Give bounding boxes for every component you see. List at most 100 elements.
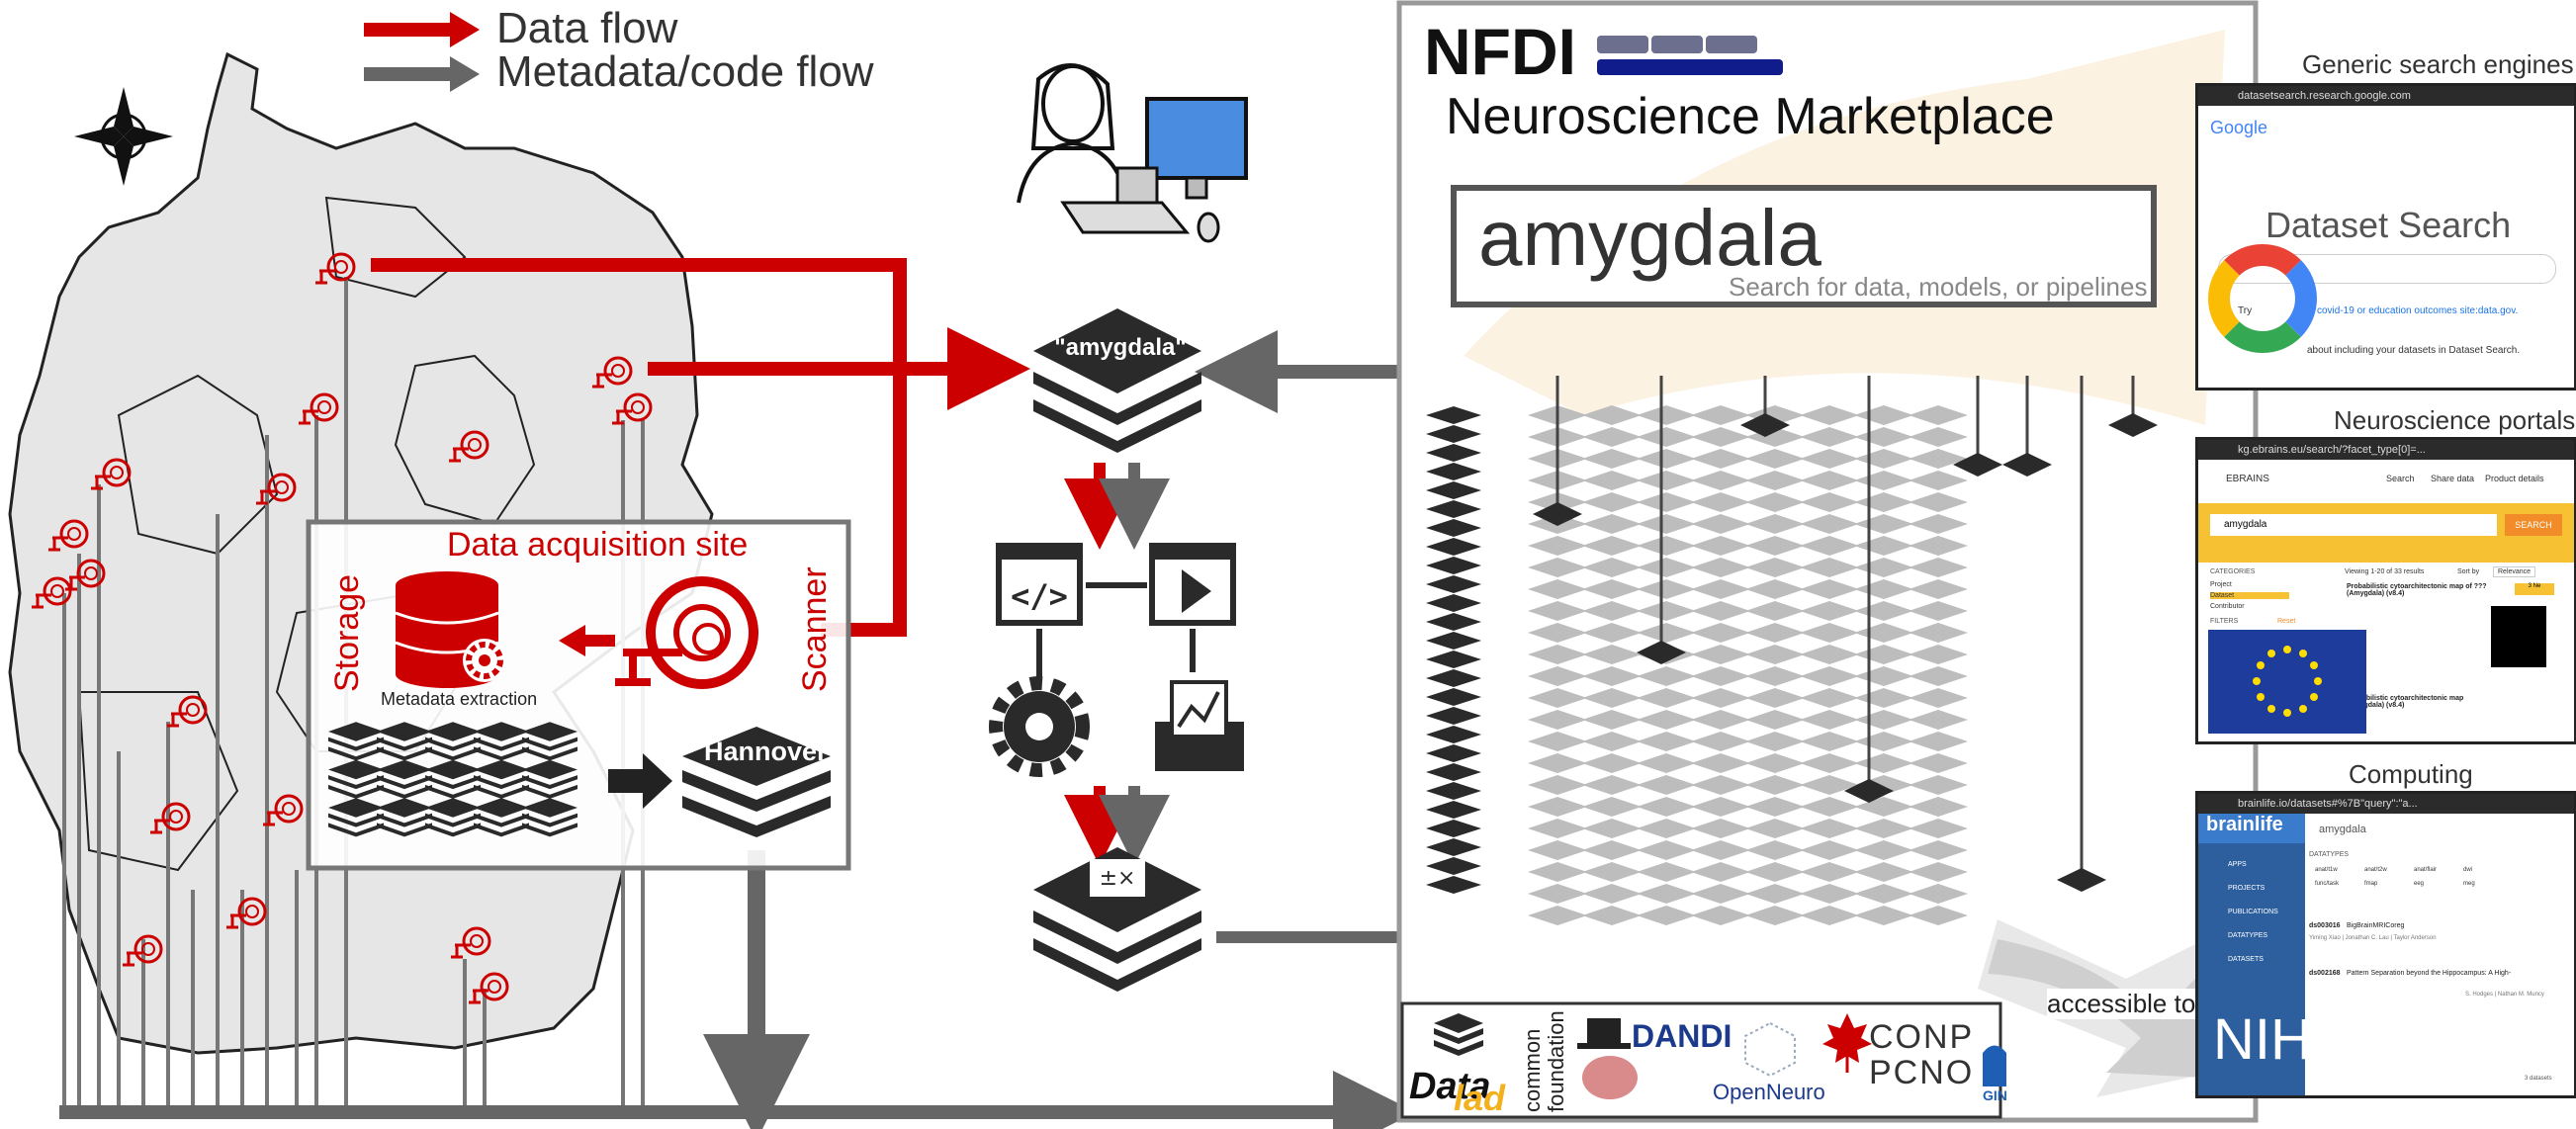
entry-2-id[interactable]: ds002168 [2309,970,2341,977]
selected-dataset-tile [1426,782,1481,800]
datatype-eeg[interactable]: eeg [2414,881,2425,887]
selected-dataset-tile [1426,425,1481,443]
brainlife-search-input[interactable]: amygdala [2319,824,2366,835]
marketplace-title: Neuroscience Marketplace [1446,88,2055,145]
nih-text: NIH [2213,1007,2312,1072]
entry-1-id[interactable]: ds003016 [2309,922,2341,929]
hannover-label: Hannover [704,737,828,766]
label-generic-search: Generic search engines [2302,49,2574,79]
selected-dataset-tile [1426,763,1481,781]
ebrains-cat-project[interactable]: Project [2210,581,2232,588]
storage-database-icon [395,571,506,688]
ebrains-nav-search[interactable]: Search [2386,474,2415,483]
datalad-logo [1434,1013,1483,1056]
selected-dataset-tile [1426,594,1481,612]
pcno-text: PCNO [1869,1054,1975,1091]
selected-dataset-tile [1426,820,1481,837]
ebrains-result-1[interactable]: Probabilistic cytoarchitectonic map of ?… [2347,583,2487,597]
ebrains-result-2[interactable]: Probabilistic cytoarchitectonic map (Amy… [2347,695,2464,709]
entry-2-title[interactable]: Pattern Separation beyond the Hippocampu… [2347,970,2512,977]
ebrains-nav-product[interactable]: Product details [2485,474,2544,483]
selected-dataset-tile [1426,463,1481,480]
ebrains-search-input[interactable]: amygdala [2210,514,2497,536]
eu-flag [2208,630,2366,734]
code-window-icon: </> [996,543,1083,626]
datatype-flair[interactable]: anat/flair [2414,867,2438,873]
ebrains-sort-label: Sort by [2457,568,2480,575]
selected-dataset-tile [1426,857,1481,875]
selected-dataset-tile [1426,838,1481,856]
selected-dataset-column [1426,406,1481,894]
selected-dataset-tile [1426,557,1481,574]
brainlife-brand: brainlife [2198,814,2305,843]
marketplace-search-hint: Search for data, models, or pipelines [1729,272,2148,302]
selected-dataset-tile [1426,481,1481,499]
accessible-to-label: accessible to [2047,989,2196,1019]
nfdi-logo-bars [1597,36,1783,75]
selected-dataset-tile [1426,406,1481,424]
ebrains-url-bar: kg.ebrains.eu/search/?facet_type[0]=... [2198,440,2574,460]
ebrains-categories-title: CATEGORIES [2210,568,2256,575]
selected-dataset-tile [1426,801,1481,819]
dandi-text: DANDI [1632,1018,1732,1054]
datatype-meg[interactable]: meg [2463,881,2475,887]
scanner-label: Scanner [796,566,834,692]
storage-label: Storage [328,573,366,692]
common-foundation-text: common foundation [1520,1010,1568,1112]
ebrains-brainmap-thumbnail [2491,606,2546,667]
selected-dataset-tile [1426,726,1481,743]
google-dataset-search-window: datasetsearch.research.google.com Google… [2195,83,2576,391]
selected-dataset-tile [1426,500,1481,518]
selected-dataset-tile [1426,669,1481,687]
hannover-stack-icon [682,727,831,837]
maple-leaf-icon [1822,1013,1872,1073]
ebrains-cat-dataset[interactable]: Dataset [2210,592,2289,599]
ebrains-filters-reset[interactable]: Reset [2277,618,2296,625]
acquisition-box [306,519,851,871]
brainlife-menu-publications[interactable]: PUBLICATIONS [2228,909,2278,915]
ebrains-brand: EBRAINS [2226,474,2269,484]
ebrains-cat-contributor[interactable]: Contributor [2210,603,2245,610]
ebrains-search-button[interactable]: SEARCH [2505,514,2562,536]
compass-icon [74,87,173,186]
brainlife-menu-apps[interactable]: APPS [2228,861,2247,868]
datatype-t2w[interactable]: anat/t2w [2364,867,2387,873]
label-neuro-portals: Neuroscience portals [2334,405,2576,435]
brainlife-menu-datasets[interactable]: DATASETS [2228,956,2264,963]
selected-dataset-tile [1426,744,1481,762]
ebrains-filters-title: FILTERS [2210,618,2239,625]
ebrains-sort-select[interactable]: Relevance [2493,566,2536,577]
gin-text: GIN [1983,1087,2007,1103]
brainlife-menu-datatypes[interactable]: DATATYPES [2228,932,2268,939]
datatype-dwi[interactable]: dwi [2463,867,2473,873]
selected-dataset-tile [1426,651,1481,668]
metadata-extraction-label: Metadata extraction [381,689,538,709]
datatype-fmap[interactable]: fmap [2364,881,2378,887]
google-hint-1: Try [2238,305,2253,316]
logos-strip [1400,1001,2002,1119]
query-stack-icon [1033,308,1201,453]
nsf-text: NSF [2428,1021,2483,1052]
nfdi-brand: NFDI [1424,15,1576,88]
dandi-hat-icon [1577,1018,1638,1099]
legend-metadata-flow: Metadata/code flow [496,47,874,96]
brainlife-datatypes-title: DATATYPES [2309,851,2350,858]
openneuro-text: OpenNeuro [1713,1080,1825,1104]
datatype-func[interactable]: func/task [2315,881,2340,887]
gear-icon [989,676,1090,777]
selected-dataset-tile [1426,688,1481,706]
ebrains-nav-share[interactable]: Share data [2431,474,2475,483]
dataset-search-heading: Dataset Search [2265,205,2512,245]
entry-1-title[interactable]: BigBrainMRICoreg [2347,922,2405,929]
search-hit-pins [1533,376,2158,892]
query-label: "amygdala" [1054,334,1187,361]
brainlife-menu-projects[interactable]: PROJECTS [2228,885,2265,892]
chart-output-icon [1155,680,1244,771]
datatype-t1w[interactable]: anat/t1w [2315,867,2338,873]
scanner-icon [615,576,758,689]
datalad-text-b: lad [1454,1078,1506,1118]
datalad-text-a: Data [1409,1066,1491,1107]
brainlife-footer-count: 3 datasets [2525,1076,2552,1082]
marketplace-search-input[interactable]: amygdala [1478,194,1821,282]
